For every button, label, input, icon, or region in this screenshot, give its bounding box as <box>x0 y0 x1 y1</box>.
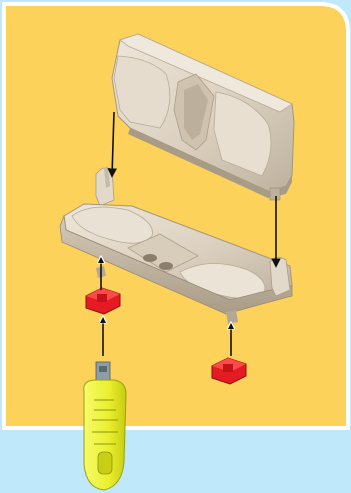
assembly-diagram <box>0 0 351 493</box>
assembly-illustration <box>0 0 351 493</box>
